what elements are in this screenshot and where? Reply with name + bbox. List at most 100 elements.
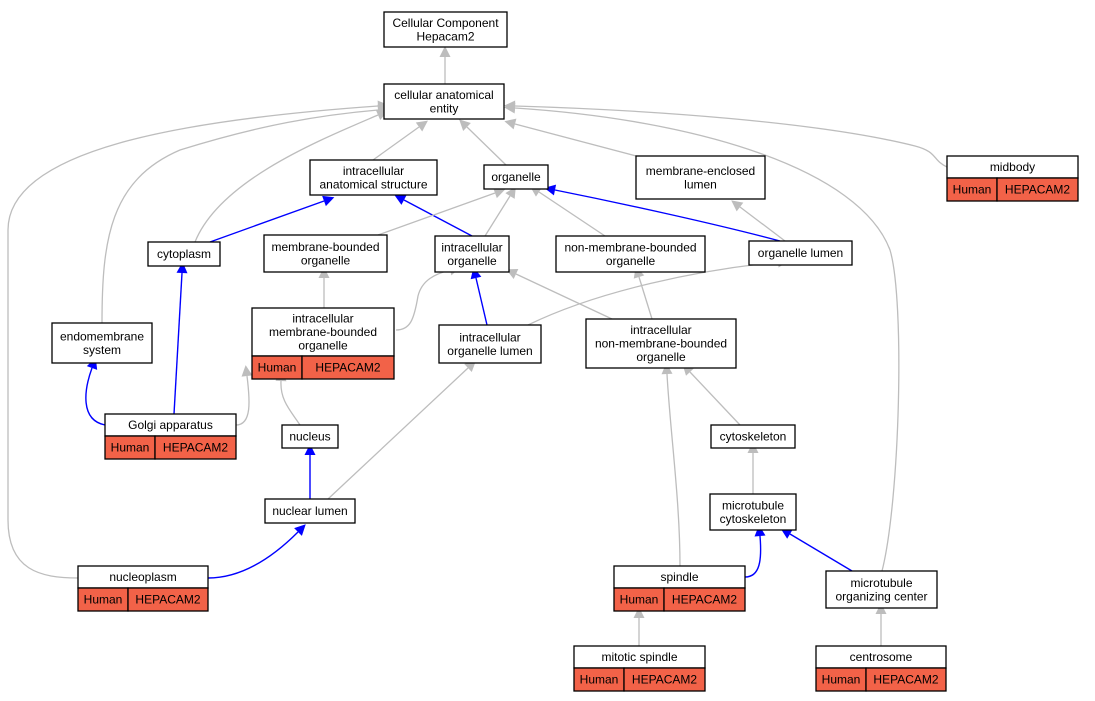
node-box xyxy=(281,424,339,449)
annotation-gene-cell[interactable] xyxy=(154,435,237,460)
arrowhead-icon xyxy=(754,525,766,537)
node-label: intracellular xyxy=(441,240,502,254)
edge-io-to-organelle xyxy=(484,186,516,237)
node-organelle[interactable]: organelle xyxy=(483,164,549,190)
node-label: cytoskeleton xyxy=(720,512,787,526)
annotation-gene[interactable]: HEPACAM2 xyxy=(1005,183,1070,197)
annotation-gene[interactable]: HEPACAM2 xyxy=(873,673,938,687)
edge-nlumen-to-iol xyxy=(327,360,477,500)
annotation-gene[interactable]: HEPACAM2 xyxy=(315,361,380,375)
edge-cytoplasm-to-ias xyxy=(209,195,335,243)
node-box xyxy=(51,322,153,364)
annotation-gene[interactable]: HEPACAM2 xyxy=(135,593,200,607)
node-label: organelle xyxy=(491,170,541,184)
annotation-gene[interactable]: HEPACAM2 xyxy=(672,593,737,607)
node-label: anatomical structure xyxy=(319,177,427,191)
node-label: lumen xyxy=(684,177,717,191)
edge-line xyxy=(466,126,507,166)
node-box xyxy=(383,83,505,120)
annotation-species: Human xyxy=(580,673,619,687)
node-box xyxy=(438,324,542,364)
edge-io-to-ias xyxy=(394,194,473,237)
node-box xyxy=(147,241,221,267)
node-label: endomembrane xyxy=(60,329,144,343)
node-box xyxy=(251,307,395,357)
annotation-gene-cell[interactable] xyxy=(663,587,746,612)
node-label: membrane-bounded xyxy=(269,325,377,339)
annotation-gene-cell[interactable] xyxy=(127,587,209,612)
node-cytoskeleton[interactable]: cytoskeleton xyxy=(710,424,796,449)
edges-layer xyxy=(7,46,948,646)
node-label: microtubule xyxy=(850,576,912,590)
node-cytoplasm[interactable]: cytoplasm xyxy=(147,241,221,267)
node-box xyxy=(748,240,853,266)
node-box xyxy=(263,234,388,273)
edge-inmbo-to-nmbo xyxy=(633,266,653,320)
arrowhead-icon xyxy=(394,194,407,205)
annotation-gene-cell[interactable] xyxy=(301,355,395,380)
node-label: organizing center xyxy=(835,589,927,603)
node-nlumen[interactable]: nuclear lumen xyxy=(264,498,356,524)
annotation-gene-cell[interactable] xyxy=(865,667,947,692)
node-label: nucleus xyxy=(289,430,330,444)
edge-spindle-to-mtcyto xyxy=(744,525,766,578)
arrowhead-icon xyxy=(241,365,253,377)
annotation-gene[interactable]: HEPACAM2 xyxy=(632,673,697,687)
edge-mtcyto-to-cytoskeleton xyxy=(747,442,759,494)
node-box xyxy=(709,493,797,531)
annotation-gene-cell[interactable] xyxy=(996,177,1079,202)
edge-line xyxy=(554,189,781,242)
annotation-gene[interactable]: HEPACAM2 xyxy=(163,441,228,455)
arrowhead-icon xyxy=(505,186,516,199)
node-box xyxy=(555,235,706,273)
node-olumen[interactable]: organelle lumen xyxy=(748,240,853,266)
node-label: cytoskeleton xyxy=(720,430,787,444)
arrowhead-icon xyxy=(377,100,389,112)
arrowhead-icon xyxy=(176,262,188,274)
node-nucleus[interactable]: nucleus xyxy=(281,424,339,449)
edge-line xyxy=(739,206,786,242)
edge-line xyxy=(403,199,473,237)
node-inmbo[interactable]: intracellularnon-membrane-boundedorganel… xyxy=(585,318,737,369)
node-imbo[interactable]: intracellularmembrane-boundedorganelleHu… xyxy=(251,307,395,380)
edge-imbo-to-io xyxy=(395,264,461,331)
node-label: intracellular xyxy=(292,312,353,326)
edge-nlumen-to-nucleus xyxy=(304,444,316,499)
node-label: cellular anatomical xyxy=(394,88,493,102)
node-box xyxy=(483,164,549,190)
edge-endo-to-cae xyxy=(101,104,389,324)
node-box xyxy=(710,424,796,449)
node-label: membrane-enclosed xyxy=(646,164,755,178)
node-label: intracellular xyxy=(459,330,520,344)
annotation-species: Human xyxy=(620,593,659,607)
edge-line xyxy=(638,276,653,320)
edge-line xyxy=(372,126,420,161)
node-label: organelle xyxy=(447,254,497,268)
edge-line xyxy=(101,109,379,324)
annotation-gene-cell[interactable] xyxy=(623,667,706,692)
node-label: microtubule xyxy=(722,498,784,512)
node-box xyxy=(585,318,737,369)
edge-spindle-to-inmbo xyxy=(661,363,681,567)
node-box xyxy=(383,11,508,48)
edge-golgi-to-cytoplasm xyxy=(173,262,188,415)
node-label: cytoplasm xyxy=(157,247,211,261)
